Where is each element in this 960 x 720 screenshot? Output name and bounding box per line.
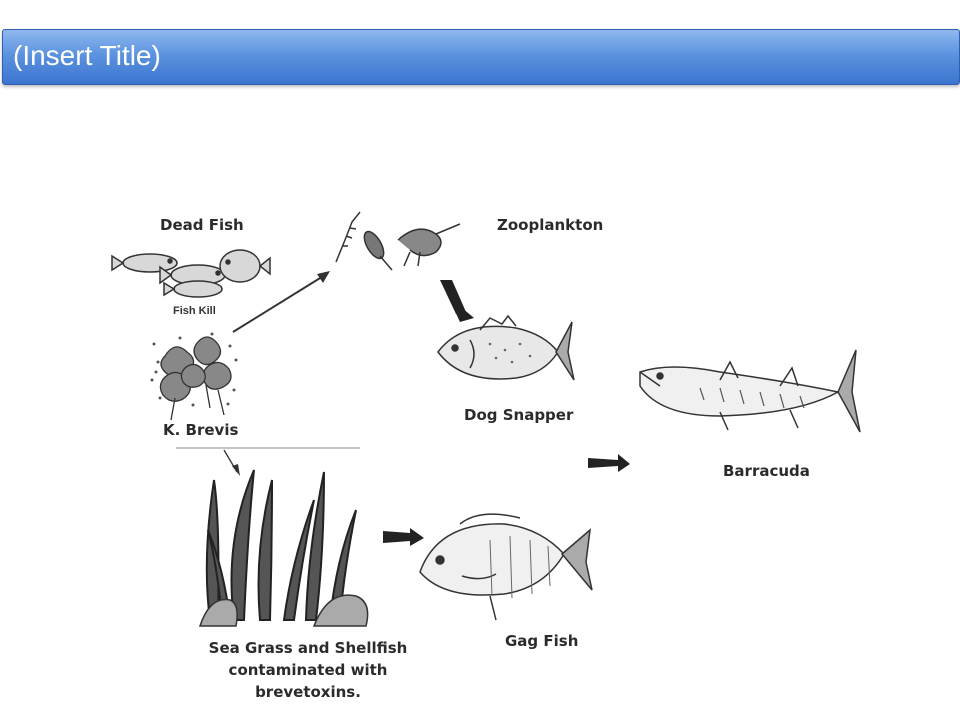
- k-brevis-illustration: [159, 336, 232, 421]
- label-zooplankton: Zooplankton: [497, 216, 604, 234]
- label-gag-fish: Gag Fish: [505, 632, 579, 650]
- barracuda-illustration: [639, 349, 861, 433]
- shellfish-illustration: [198, 594, 369, 627]
- arrow-brevis-to-zooplankton: [232, 271, 330, 333]
- title-bar: (Insert Title): [2, 29, 960, 85]
- gag-fish-stripes: [489, 535, 551, 599]
- fish-kill-caption: Fish Kill: [173, 305, 216, 317]
- label-sea-grass: Sea Grass and Shellfish contaminated wit…: [198, 637, 418, 703]
- slide-title[interactable]: (Insert Title): [13, 40, 161, 71]
- label-sea-grass-line2: contaminated with: [228, 661, 388, 679]
- label-sea-grass-line1: Sea Grass and Shellfish: [208, 639, 408, 657]
- barracuda-stripes: [699, 387, 805, 409]
- sediment-pointer: [176, 447, 360, 476]
- label-k-brevis: K. Brevis: [163, 421, 239, 439]
- arrow-to-barracuda: [588, 454, 630, 472]
- gag-fish-illustration: [419, 513, 593, 621]
- dog-snapper-dots: [488, 342, 532, 364]
- arrow-zooplankton-to-snapper: [440, 280, 474, 322]
- zooplankton-illustration: [335, 211, 461, 271]
- dog-snapper-illustration: [437, 314, 575, 381]
- arrow-seagrass-to-gagfish: [383, 528, 424, 546]
- k-brevis-dots: [150, 332, 238, 407]
- label-dead-fish: Dead Fish: [160, 216, 244, 234]
- sea-grass-illustration: [205, 469, 357, 621]
- label-barracuda: Barracuda: [723, 462, 810, 480]
- dead-fish-illustration: [111, 249, 271, 298]
- label-sea-grass-line3: brevetoxins.: [255, 683, 361, 701]
- label-dog-snapper: Dog Snapper: [464, 406, 574, 424]
